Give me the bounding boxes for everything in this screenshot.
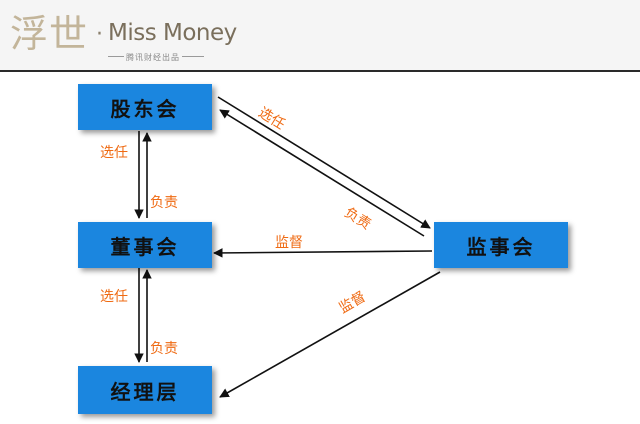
header-banner: 浮世 · Miss Money 腾讯财经出品 (0, 0, 640, 72)
logo-mark: 浮世 (10, 12, 89, 56)
arrow-supervisors-to-board (213, 248, 433, 258)
arrow-supervisors-to-management (219, 271, 441, 398)
logo-subtitle: 腾讯财经出品 (126, 53, 180, 62)
node-board: 董事会 (78, 222, 212, 268)
arrow-supervisors-to-shareholders (219, 109, 425, 237)
label-elect-management: 选任 (100, 289, 128, 305)
label-elect-board: 选任 (100, 145, 128, 161)
node-shareholders: 股东会 (78, 84, 212, 130)
logo-sub-divider-left (108, 56, 124, 57)
node-supervisors: 监事会 (434, 222, 568, 268)
label-supervise-board: 监督 (275, 235, 303, 251)
node-management: 经理层 (78, 366, 212, 414)
label-responsible-management: 负责 (150, 341, 178, 357)
logo-text: Miss Money (108, 20, 237, 46)
label-responsible-board: 负责 (150, 195, 178, 211)
logo-dot: · (96, 22, 103, 47)
logo-sub-divider-right (182, 56, 204, 57)
arrow-shareholders-to-supervisors (217, 96, 431, 229)
